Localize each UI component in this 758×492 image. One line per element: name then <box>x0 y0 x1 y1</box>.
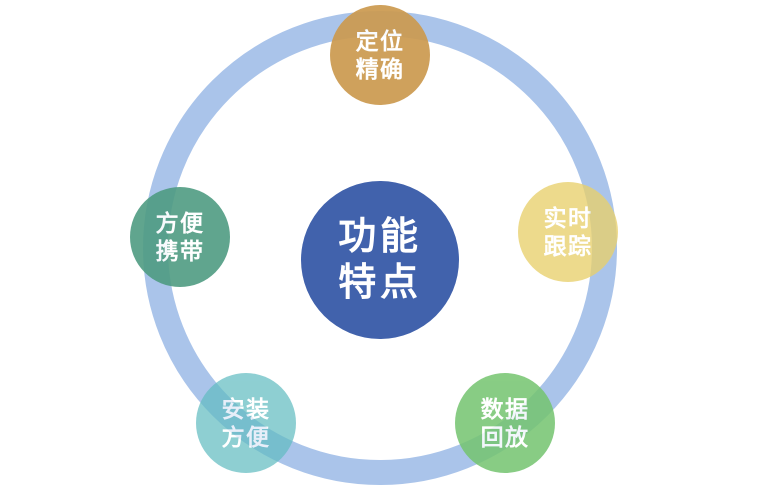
node-label-line1: 实时 <box>543 204 593 231</box>
node-label-line2: 精确 <box>355 56 405 82</box>
node-label-line2: 方便 <box>221 424 271 450</box>
node-label-line1: 安装 <box>221 395 271 422</box>
hub-feature-highlights[interactable]: 功能 特点 <box>301 181 459 339</box>
node-easy-installation[interactable]: 安装 方便 <box>196 373 296 473</box>
node-label-line2: 回放 <box>480 424 530 450</box>
hub-label-line1: 功能 <box>338 215 422 258</box>
node-label-line2: 携带 <box>155 238 205 264</box>
node-realtime-tracking[interactable]: 实时 跟踪 <box>518 182 618 282</box>
node-label-line1: 方便 <box>155 209 205 236</box>
hub-label-line2: 特点 <box>338 262 422 304</box>
node-label-line1: 数据 <box>480 395 530 422</box>
node-positioning-accurate[interactable]: 定位 精确 <box>330 5 430 105</box>
node-label-line2: 跟踪 <box>543 233 593 259</box>
node-portable[interactable]: 方便 携带 <box>130 187 230 287</box>
node-label-line1: 定位 <box>355 27 405 54</box>
node-data-playback[interactable]: 数据 回放 <box>455 373 555 473</box>
